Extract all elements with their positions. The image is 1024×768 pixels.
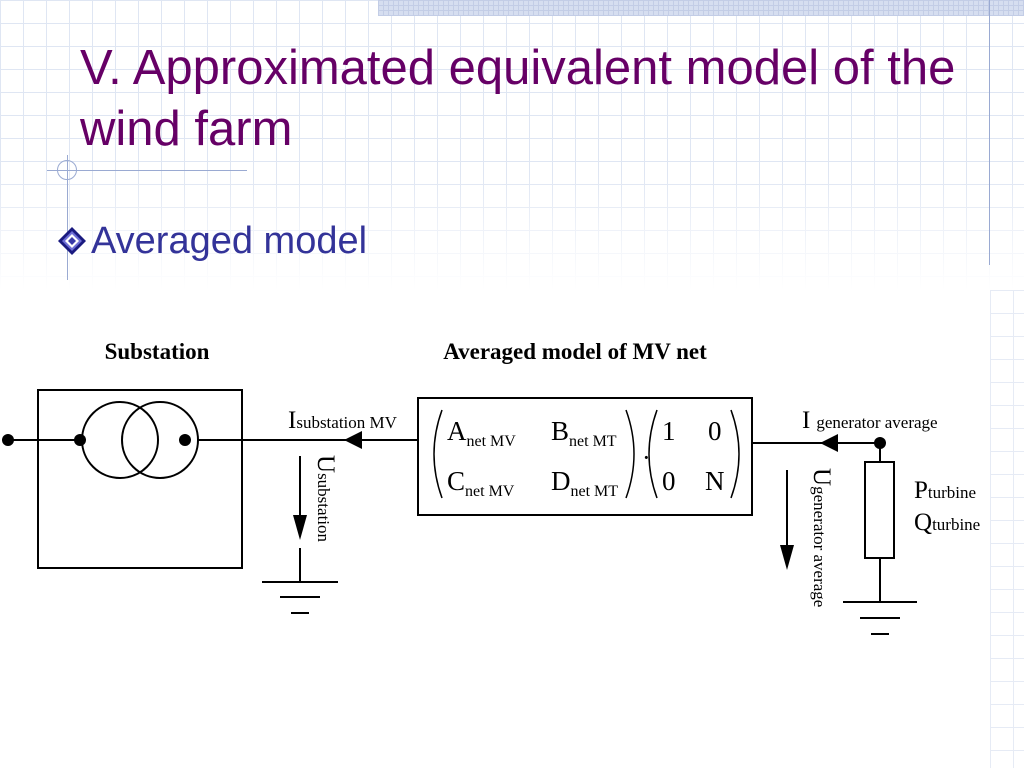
- top-decor-band: [378, 0, 1024, 16]
- decor-vertical-line: [989, 0, 990, 265]
- matrix-d: Dnet MT: [551, 466, 618, 500]
- decor-horizontal-line: [47, 170, 247, 171]
- transformer-node-left: [74, 434, 86, 446]
- ground-symbol-generator: [843, 601, 917, 635]
- net-model-box: [417, 397, 753, 516]
- bullet-text: Averaged model: [91, 219, 368, 262]
- turns-m12: 0: [708, 416, 722, 446]
- multiplication-dot: ·: [642, 443, 651, 472]
- current-arrow-generator: [820, 434, 838, 452]
- substation-heading: Substation: [105, 339, 210, 364]
- decor-vertical-line-left: [67, 155, 68, 280]
- ground-symbol-substation: [262, 548, 338, 614]
- diamond-bullet-icon: [55, 221, 89, 261]
- background-grid-right: [990, 290, 1024, 768]
- u-generator-label: Ugenerator average: [808, 468, 835, 607]
- matrix-b: Bnet MT: [551, 416, 617, 450]
- turns-m21: 0: [662, 466, 676, 496]
- turns-matrix: 1 0 0 N: [648, 409, 740, 499]
- voltage-arrowhead-generator: [780, 545, 794, 570]
- turbine-impedance: [864, 461, 895, 559]
- p-turbine-label: Pturbine: [914, 477, 976, 504]
- bullet-item: Averaged model: [55, 216, 367, 266]
- u-substation-label: Usubstation: [312, 455, 339, 543]
- slide-title: V. Approximated equivalent model of the …: [80, 41, 956, 156]
- transformer-node-right: [179, 434, 191, 446]
- current-arrow-substation: [344, 431, 362, 449]
- q-turbine-label: Qturbine: [914, 509, 980, 536]
- decor-crosshair-circle: [57, 160, 77, 180]
- turns-m11: 1: [662, 416, 676, 446]
- matrix-c: Cnet MV: [447, 466, 515, 500]
- voltage-arrowhead-substation: [293, 515, 307, 540]
- background-grid: [0, 0, 1024, 290]
- matrix-a: Anet MV: [447, 416, 516, 450]
- substation-box: [37, 389, 243, 569]
- turns-m22: N: [705, 466, 725, 496]
- net-model-heading: Averaged model of MV net: [443, 339, 707, 364]
- terminal-node: [2, 434, 14, 446]
- i-substation-label: Isubstation MV: [288, 407, 398, 434]
- abcd-matrix: Anet MV Bnet MT Cnet MV Dnet MT: [433, 409, 635, 500]
